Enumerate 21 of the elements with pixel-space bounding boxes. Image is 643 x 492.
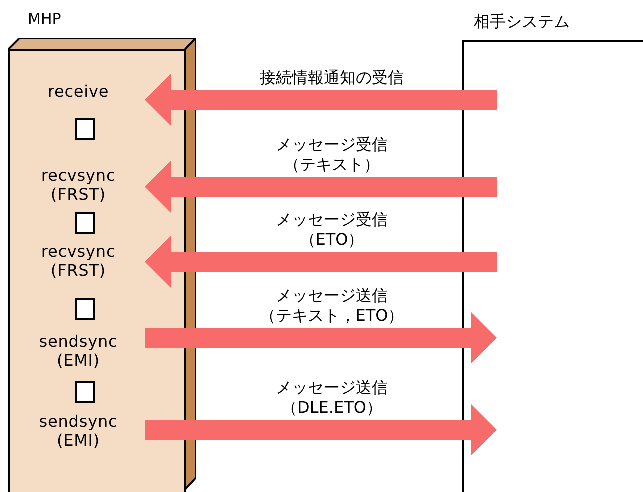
edge-label: メッセージ受信（テキスト） (275, 135, 389, 175)
edge-label: メッセージ受信（ETO） (275, 210, 389, 250)
step-box (75, 118, 95, 140)
edge-label: 接続情報通知の受信 (259, 68, 405, 88)
step-box (75, 381, 95, 403)
edge-label: メッセージ送信（DLE.ETO） (275, 378, 389, 418)
function-name: sendsync (EMI) (12, 412, 145, 452)
block-arrow (145, 404, 497, 456)
function-name: recvsync (FRST) (12, 242, 145, 282)
function-name: sendsync (EMI) (12, 332, 145, 372)
step-box (75, 212, 95, 234)
system-heading: 相手システム (474, 11, 570, 33)
block-arrow (145, 161, 497, 213)
step-box (75, 298, 95, 320)
function-name: recvsync (FRST) (12, 166, 145, 206)
block-arrow (145, 312, 497, 364)
block-arrow (145, 74, 497, 126)
function-name: receive (12, 82, 145, 104)
edge-label: メッセージ送信（テキスト，ETO） (258, 286, 406, 326)
block-arrow (145, 236, 497, 288)
program-heading: MHP (28, 9, 62, 30)
